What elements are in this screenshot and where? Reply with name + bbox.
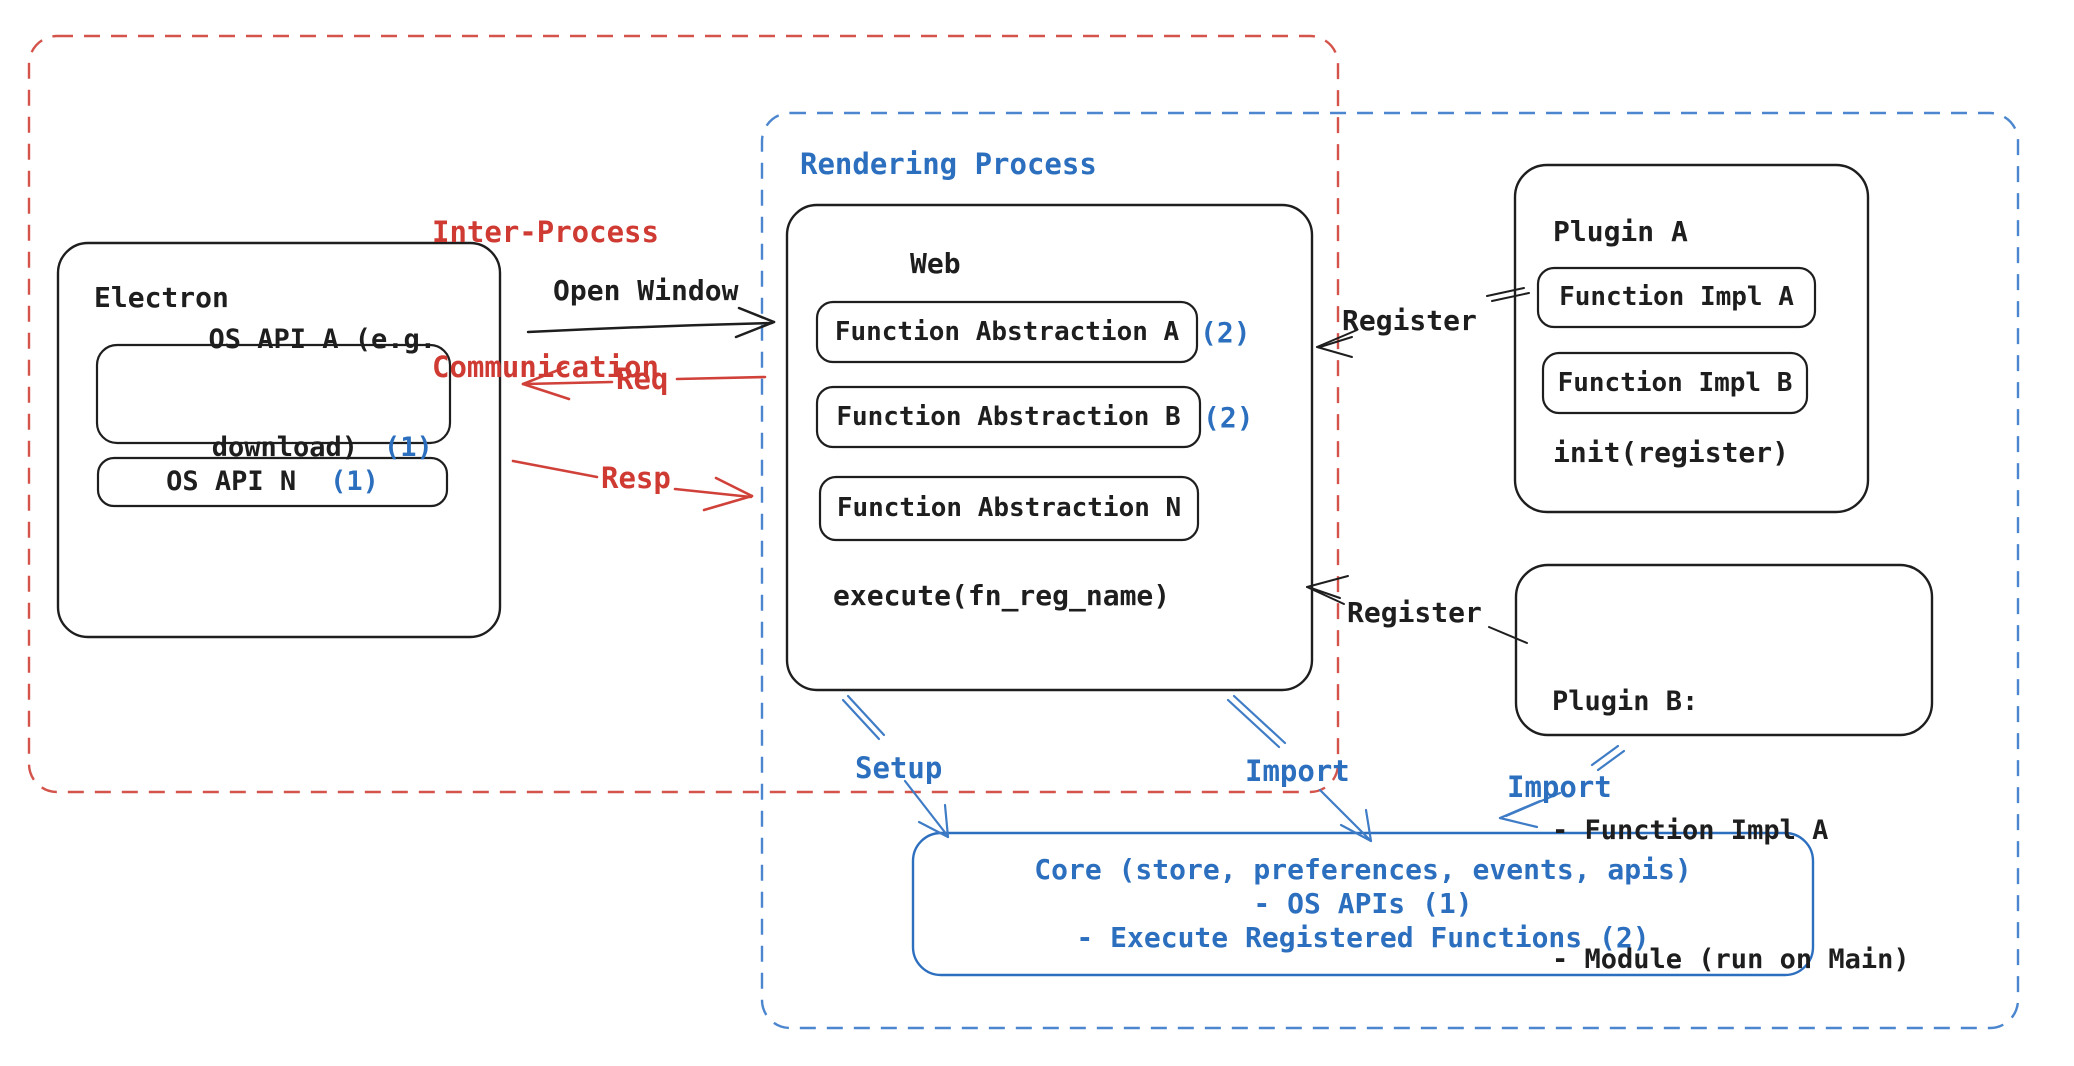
os-api-n-text: OS API N <box>166 466 297 498</box>
function-abstraction-n-box <box>818 475 1200 542</box>
plugin-b-line3: - Module (run on Main) <box>1552 944 1910 975</box>
ipc-label-line1: Inter-Process <box>432 215 659 249</box>
function-abstraction-b-box <box>815 385 1202 449</box>
resp-arrow <box>511 459 754 512</box>
electron-box <box>56 241 502 639</box>
electron-title: Electron <box>94 281 229 314</box>
resp-label: Resp <box>601 461 671 495</box>
web-title: Web <box>910 247 961 280</box>
os-api-a-badge: (1) <box>384 432 433 463</box>
import-mid-label: Import <box>1245 754 1350 788</box>
function-impl-b-box <box>1541 351 1809 415</box>
register-bottom-arrow <box>1306 575 1528 644</box>
execute-label: execute(fn_reg_name) <box>833 579 1171 612</box>
plugin-b-line1: Plugin B: <box>1552 686 1699 717</box>
plugin-b-label: Plugin B: - Function Impl A - Module (ru… <box>1552 594 1910 1066</box>
req-arrow <box>521 365 767 401</box>
import-right-arrow <box>1498 744 1626 829</box>
function-abstraction-b-badge: (2) <box>1203 401 1254 434</box>
register-top-label: Register <box>1342 304 1477 337</box>
os-api-a-text-line2: download) <box>211 432 359 463</box>
os-api-a-box <box>95 343 452 445</box>
open-window-label: Open Window <box>553 274 739 307</box>
os-api-n-badge: (1) <box>330 466 379 498</box>
open-window-arrow <box>526 306 776 339</box>
init-register-label: init(register) <box>1553 436 1790 469</box>
rendering-process-dashed-box <box>760 111 2020 1030</box>
setup-label: Setup <box>855 751 943 785</box>
import-right-label: Import <box>1507 770 1612 804</box>
core-line3: - Execute Registered Functions (2) <box>1076 921 1650 954</box>
plugin-b-box <box>1514 563 1934 737</box>
rendering-process-label: Rendering Process <box>800 147 1097 181</box>
function-abstraction-a-badge: (2) <box>1200 316 1251 349</box>
ipc-group-label: Inter-Process Communication <box>432 120 659 480</box>
function-impl-a-box <box>1536 266 1817 329</box>
plugin-a-title: Plugin A <box>1553 215 1688 248</box>
core-line2: - OS APIs (1) <box>1253 887 1473 920</box>
function-abstraction-a-label: Function Abstraction A <box>834 316 1180 347</box>
function-abstraction-n-label: Function Abstraction N <box>836 493 1182 524</box>
function-impl-a-label: Function Impl A <box>1559 282 1794 313</box>
os-api-a-label: OS API A (e.g. download) (1) <box>97 324 450 463</box>
os-api-n-box <box>96 456 449 508</box>
register-top-arrow <box>1316 287 1530 358</box>
function-impl-b-label: Function Impl B <box>1557 367 1793 398</box>
register-bottom-label: Register <box>1347 596 1482 629</box>
web-box <box>785 203 1314 692</box>
core-line1: Core (store, preferences, events, apis) <box>1034 853 1692 886</box>
plugin-b-line2: - Function Impl A <box>1552 815 1829 846</box>
plugin-a-box <box>1513 163 1870 514</box>
ipc-dashed-box <box>27 34 1340 794</box>
os-api-n-label: OS API N (1) <box>98 458 447 506</box>
function-abstraction-b-label: Function Abstraction B <box>836 401 1181 432</box>
function-abstraction-a-box <box>815 300 1199 364</box>
import-mid-arrow <box>1226 694 1373 843</box>
setup-arrow <box>841 694 950 839</box>
req-label: Req <box>616 362 669 396</box>
os-api-a-text-line1: OS API A (e.g. <box>208 324 437 355</box>
core-label: Core (store, preferences, events, apis) … <box>913 833 1813 975</box>
ipc-label-line2: Communication <box>432 350 659 384</box>
